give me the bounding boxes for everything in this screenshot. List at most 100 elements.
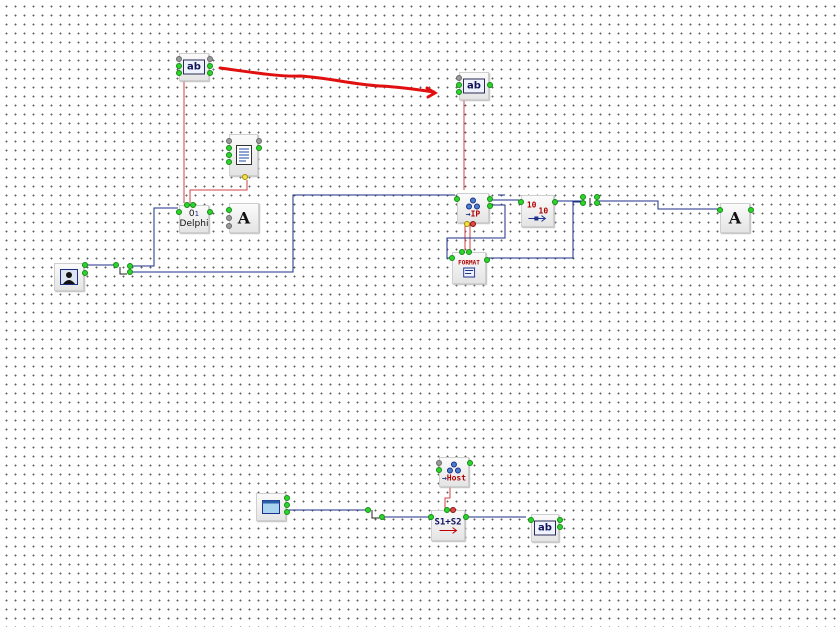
pin[interactable] — [207, 56, 213, 62]
pin[interactable] — [284, 502, 290, 508]
wire-memo-to-format — [189, 180, 248, 203]
pin[interactable] — [594, 194, 600, 200]
pin[interactable] — [256, 138, 262, 144]
splitter-icon — [589, 198, 591, 207]
int-node[interactable]: 10 10 — [518, 195, 558, 227]
pin[interactable] — [207, 63, 213, 69]
pin[interactable] — [226, 159, 232, 165]
pin[interactable] — [284, 495, 290, 501]
format-node-label: Delphi — [179, 219, 209, 229]
document-icon — [235, 145, 252, 165]
pin[interactable] — [487, 82, 493, 88]
pin[interactable] — [580, 200, 586, 206]
pin[interactable] — [484, 257, 490, 263]
pin[interactable] — [470, 221, 476, 227]
label-icon: A — [729, 209, 741, 228]
pin[interactable] — [464, 221, 470, 227]
user-icon — [60, 269, 78, 285]
pin[interactable] — [113, 262, 119, 268]
pin[interactable] — [580, 194, 586, 200]
convert-icon: 10 10 — [527, 201, 548, 222]
pin[interactable] — [176, 209, 182, 215]
pin[interactable] — [207, 70, 213, 76]
pin[interactable] — [487, 203, 493, 209]
host-node[interactable]: →Host — [436, 457, 473, 487]
user-node[interactable] — [54, 262, 88, 291]
pin[interactable] — [456, 75, 462, 81]
pin[interactable] — [242, 174, 248, 180]
pin[interactable] — [436, 467, 442, 473]
label-node-left[interactable]: A — [226, 203, 259, 233]
pin[interactable] — [226, 152, 232, 158]
pin[interactable] — [226, 207, 232, 213]
edit-node-bottom[interactable]: ab — [528, 514, 563, 542]
pin[interactable] — [450, 507, 456, 513]
pin[interactable] — [226, 223, 232, 229]
pin[interactable] — [176, 70, 182, 76]
pin[interactable] — [449, 255, 455, 261]
pin[interactable] — [226, 215, 232, 221]
pin[interactable] — [184, 202, 190, 208]
wire-split-to-ip — [130, 194, 455, 273]
pin[interactable] — [436, 460, 442, 466]
pin[interactable] — [176, 63, 182, 69]
pin[interactable] — [557, 517, 563, 523]
pin[interactable] — [456, 82, 462, 88]
concat-label: S1+S2 — [434, 517, 462, 527]
pin[interactable] — [365, 507, 371, 513]
memo-node[interactable] — [226, 134, 262, 180]
format-delphi-node[interactable]: 01 Delphi — [176, 202, 213, 233]
edit-label: ab — [534, 520, 556, 536]
splitter-icon — [371, 510, 379, 519]
edit-node-top-left[interactable]: ab — [176, 53, 213, 81]
window-icon — [262, 500, 280, 514]
wire-ip-loop — [446, 204, 506, 259]
pin[interactable] — [487, 196, 493, 202]
splitter-1[interactable] — [113, 262, 133, 275]
pin[interactable] — [82, 262, 88, 268]
pin[interactable] — [459, 249, 465, 255]
pin[interactable] — [594, 200, 600, 206]
pin[interactable] — [256, 145, 262, 151]
splitter-3[interactable] — [365, 506, 385, 520]
pin[interactable] — [127, 263, 133, 269]
concat-node[interactable]: S1+S2 — [428, 507, 469, 541]
pin[interactable] — [463, 514, 469, 520]
format-string-label: FORMAT — [458, 259, 480, 267]
wire-host-to-concat — [444, 485, 451, 509]
network-icon: →IP — [465, 197, 481, 219]
int-top-value: 10 — [526, 200, 537, 210]
pin[interactable] — [456, 89, 462, 95]
pin[interactable] — [226, 145, 232, 151]
edit-node-top-right[interactable]: ab — [456, 72, 493, 100]
label-node-right[interactable]: A — [717, 203, 754, 233]
window-node[interactable] — [256, 493, 290, 521]
ip-node[interactable]: →IP — [454, 193, 493, 227]
edit-icon: ab — [183, 59, 205, 75]
edit-icon: ab — [534, 520, 556, 536]
pin[interactable] — [207, 209, 213, 215]
pin[interactable] — [454, 196, 460, 202]
pin[interactable] — [552, 199, 558, 205]
pin[interactable] — [518, 199, 524, 205]
pin[interactable] — [190, 202, 196, 208]
pin[interactable] — [226, 138, 232, 144]
pin[interactable] — [284, 509, 290, 515]
pin[interactable] — [467, 460, 473, 466]
format-text-icon: 01 Delphi — [180, 209, 209, 229]
pin[interactable] — [428, 514, 434, 520]
format-string-node[interactable]: FORMAT — [449, 249, 490, 284]
splitter-2[interactable] — [580, 194, 600, 207]
pin[interactable] — [444, 507, 450, 513]
pin[interactable] — [717, 207, 723, 213]
pin[interactable] — [379, 514, 385, 520]
pin[interactable] — [528, 517, 534, 523]
pin[interactable] — [466, 249, 472, 255]
pin[interactable] — [557, 524, 563, 530]
pin[interactable] — [82, 270, 88, 276]
pin[interactable] — [748, 207, 754, 213]
pin[interactable] — [127, 269, 133, 275]
pin[interactable] — [176, 56, 182, 62]
